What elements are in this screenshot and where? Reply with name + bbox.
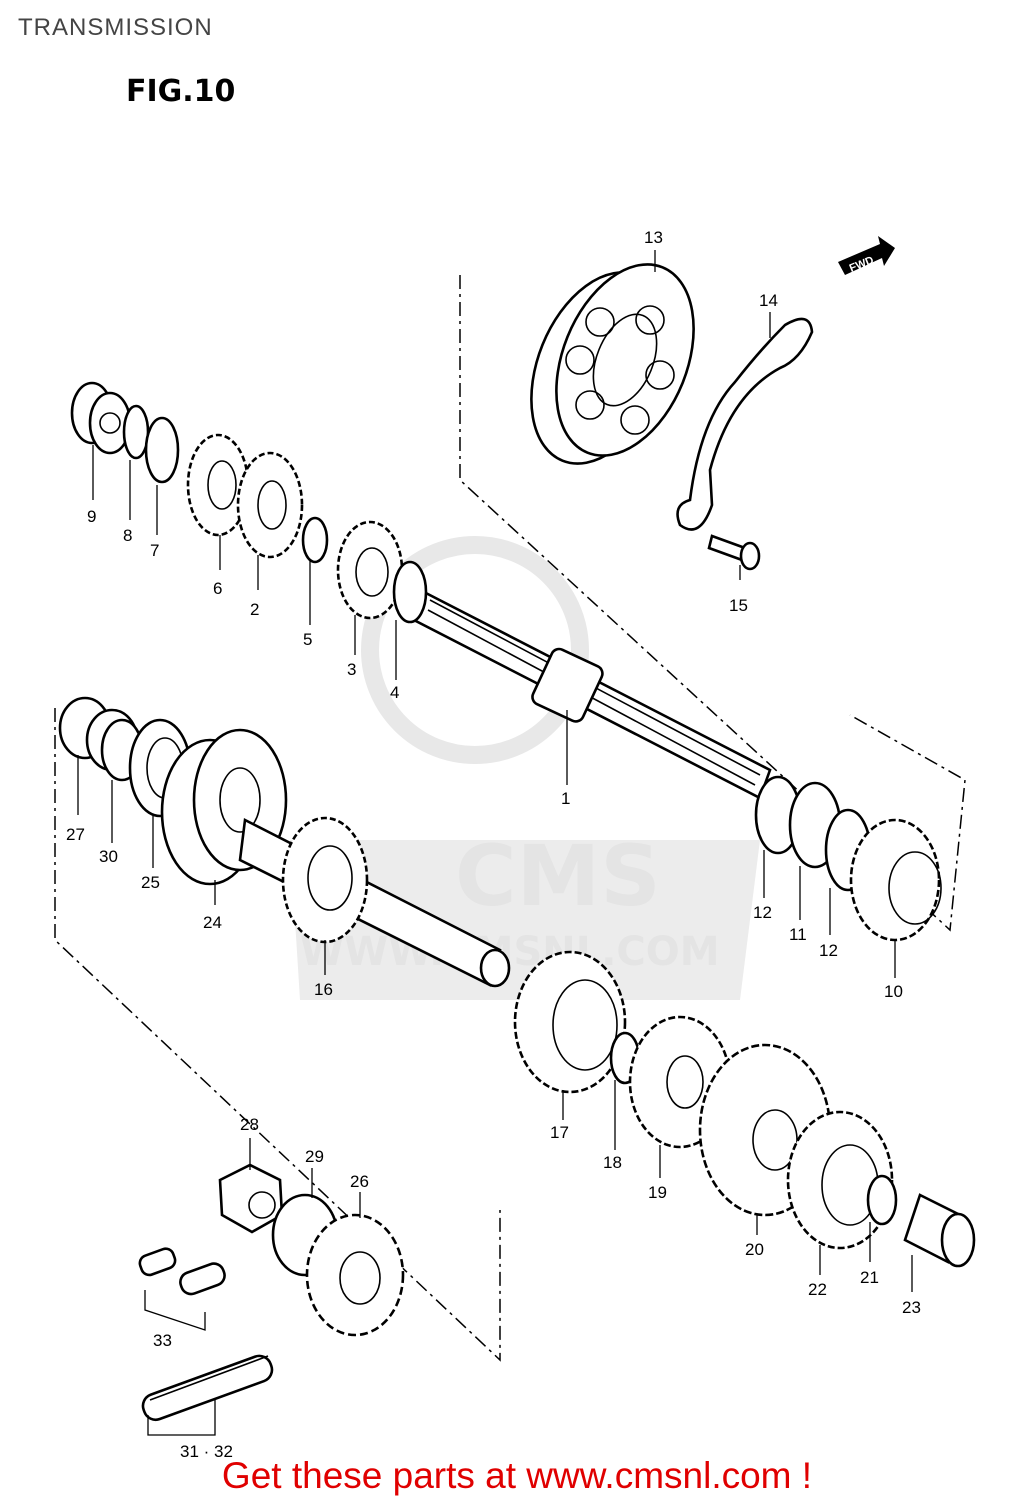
callout-22: 22 — [808, 1280, 827, 1299]
countershaft-1 — [408, 588, 772, 800]
gear-10 — [849, 818, 942, 942]
callout-28: 28 — [240, 1115, 259, 1134]
callout-1: 1 — [561, 789, 570, 808]
page-title: TRANSMISSION — [18, 14, 213, 41]
callout-14: 14 — [759, 291, 778, 310]
screw-15 — [707, 534, 761, 571]
driveshaft-assembly-box — [54, 708, 501, 1362]
callout-20: 20 — [745, 1240, 764, 1259]
callout-8: 8 — [123, 526, 132, 545]
callout-25: 25 — [141, 873, 160, 892]
callout-3: 3 — [347, 660, 356, 679]
callout-6: 6 — [213, 579, 222, 598]
bearing-retainer-14 — [676, 317, 814, 531]
callout-12b: 12 — [819, 941, 838, 960]
callout-27: 27 — [66, 825, 85, 844]
callout-5: 5 — [303, 630, 312, 649]
callout-31-32: 31 · 32 — [180, 1442, 233, 1461]
callout-13: 13 — [644, 228, 663, 247]
buy-parts-link[interactable]: Get these parts at www.cmsnl.com ! — [221, 1455, 813, 1496]
circlip-8 — [122, 404, 150, 460]
callout-16: 16 — [314, 980, 333, 999]
circlip-21 — [866, 1174, 898, 1226]
gear-3 — [336, 520, 404, 620]
callout-12a: 12 — [753, 903, 772, 922]
callout-19: 19 — [648, 1183, 667, 1202]
fwd-arrow-icon: FWD — [838, 236, 895, 275]
washer-7 — [144, 416, 180, 484]
bearing-9 — [70, 381, 132, 455]
callout-4: 4 — [390, 683, 399, 702]
chain-joint-33 — [138, 1247, 226, 1331]
callout-17: 17 — [550, 1123, 569, 1142]
gear-2 — [236, 451, 304, 559]
callout-26: 26 — [350, 1172, 369, 1191]
figure-number: FIG.10 — [126, 74, 236, 109]
callout-29: 29 — [305, 1147, 324, 1166]
callout-7: 7 — [150, 541, 159, 560]
gear-6 — [186, 433, 250, 537]
callout-23: 23 — [902, 1298, 921, 1317]
leader-lines — [77, 250, 913, 1292]
driveshaft-16 — [238, 816, 511, 988]
sprocket-26 — [305, 1213, 405, 1337]
callout-2: 2 — [250, 600, 259, 619]
circlip-5 — [301, 516, 329, 564]
callout-9: 9 — [87, 507, 96, 526]
callout-24: 24 — [203, 913, 222, 932]
callout-10: 10 — [884, 982, 903, 1001]
washer-4 — [392, 560, 428, 624]
nut-28 — [218, 1163, 284, 1234]
countershaft-assembly-box — [459, 275, 966, 932]
callout-21: 21 — [860, 1268, 879, 1287]
callout-15: 15 — [729, 596, 748, 615]
callout-labels: 1 2 3 4 5 6 7 8 9 10 11 12 12 13 14 15 1… — [66, 228, 921, 1461]
gear-17 — [513, 950, 627, 1094]
callout-11: 11 — [789, 925, 807, 944]
bushing-23 — [903, 1193, 976, 1268]
gear-22 — [786, 1110, 894, 1250]
bearing-13 — [530, 263, 695, 465]
callout-33: 33 — [153, 1331, 172, 1350]
callout-18: 18 — [603, 1153, 622, 1172]
watermark-brand: CMS — [455, 827, 661, 925]
drive-chain-31-32 — [141, 1354, 274, 1436]
callout-30: 30 — [99, 847, 118, 866]
